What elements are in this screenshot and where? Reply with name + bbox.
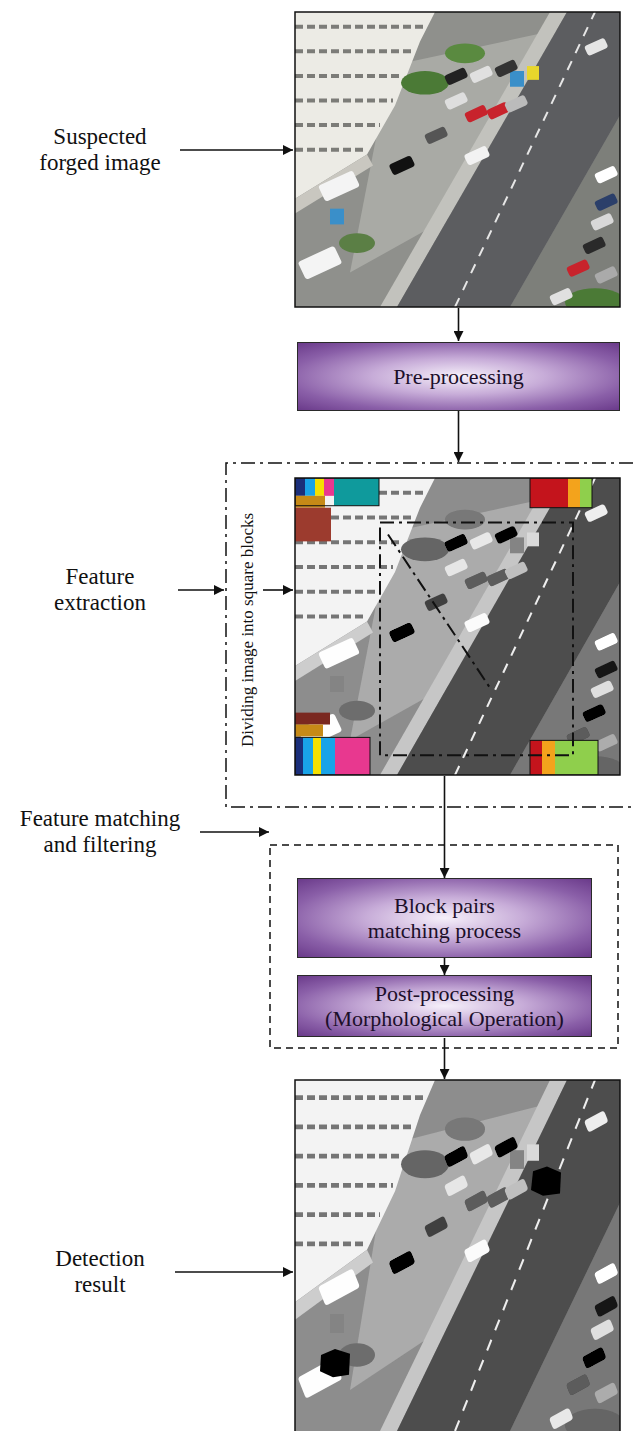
photo-frame [295, 1080, 620, 1431]
block-outlines [295, 478, 598, 775]
stage-region: Dividing image into square blocks [225, 462, 633, 808]
stage-label: Feature extraction [35, 564, 165, 617]
square-blocks [295, 478, 598, 775]
photo-frame [295, 12, 620, 307]
block-grid-lines [380, 523, 573, 756]
region-outline [225, 462, 633, 808]
stage-label: Feature matching and filtering [10, 806, 190, 859]
result-photo [295, 1080, 625, 1431]
box-label: Block pairs matching process [355, 893, 535, 944]
box-label: Post-processing (Morphological Operation… [312, 981, 577, 1032]
photo-frame [295, 478, 620, 775]
flow-arrow [444, 808, 446, 878]
block-photo [295, 478, 625, 784]
stage-label: Suspected forged image [25, 124, 175, 177]
process-box: Pre-processing [297, 342, 620, 411]
process-box: Post-processing (Morphological Operation… [297, 975, 592, 1037]
stage-label: Detection result [35, 1246, 165, 1299]
detected-region [320, 1349, 350, 1377]
layout-arrows [175, 150, 459, 1272]
box-label: Pre-processing [393, 364, 524, 389]
detected-region [531, 1167, 561, 1196]
process-box: Block pairs matching process [297, 878, 592, 958]
vertical-caption: Dividing image into square blocks [239, 511, 258, 749]
flow-arrow [458, 411, 460, 462]
forged-photo [295, 12, 625, 316]
flow-arrow [444, 958, 446, 975]
dash-dot-border [226, 463, 633, 807]
